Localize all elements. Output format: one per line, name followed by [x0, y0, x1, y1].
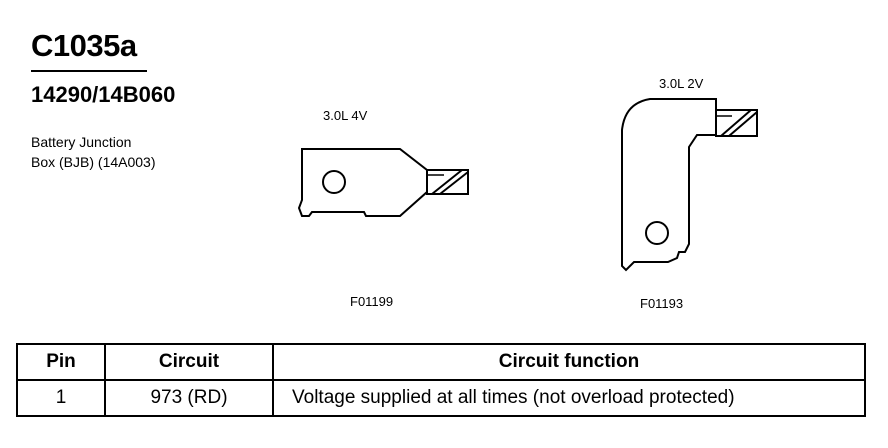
connector-id: C1035a: [31, 28, 137, 63]
pin-cell: 1: [16, 379, 106, 417]
pin-table: Pin Circuit Circuit function 1 973 (RD) …: [16, 343, 866, 417]
description-line-2: Box (BJB) (14A003): [31, 154, 156, 170]
circuit-function-cell: Voltage supplied at all times (not overl…: [272, 379, 866, 417]
description-line-1: Battery Junction: [31, 134, 132, 150]
circuit-cell: 973 (RD): [104, 379, 274, 417]
table-row: 1 973 (RD) Voltage supplied at all times…: [16, 379, 866, 417]
figure-label-4v: 3.0L 4V: [323, 108, 368, 123]
component-description: Battery Junction Box (BJB) (14A003): [31, 132, 156, 172]
figure-code-2v: F01193: [640, 296, 684, 311]
part-number: 14290/14B060: [31, 82, 176, 107]
header-circuit: Circuit: [104, 343, 274, 381]
header-pin: Pin: [16, 343, 106, 381]
header-circuit-function: Circuit function: [272, 343, 866, 381]
title-underline: [31, 70, 147, 72]
figure-code-4v: F01199: [350, 294, 394, 309]
table-header-row: Pin Circuit Circuit function: [16, 343, 866, 381]
terminal-2v-drawing: [621, 98, 758, 272]
figure-label-2v: 3.0L 2V: [659, 76, 704, 91]
terminal-4v-drawing: [297, 148, 469, 217]
